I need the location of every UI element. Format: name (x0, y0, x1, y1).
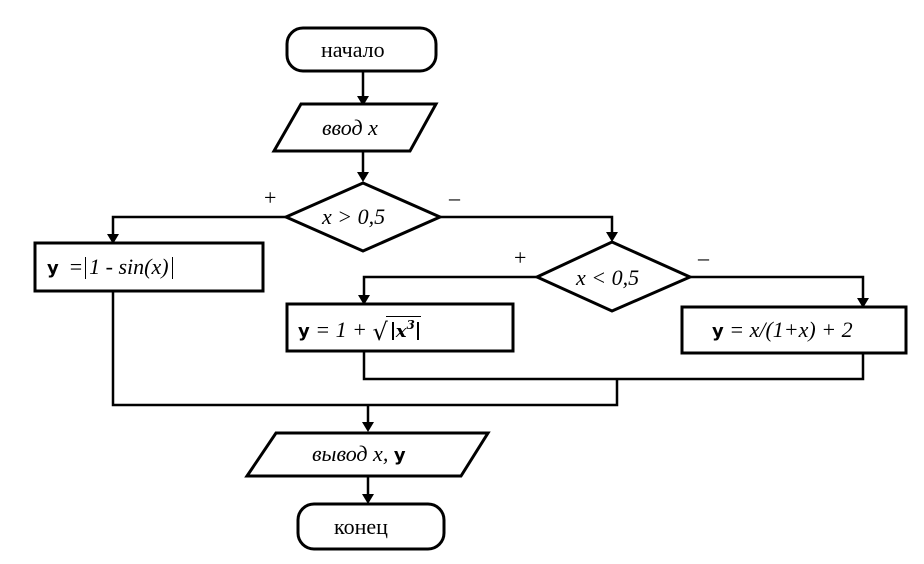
start-label: начало (321, 37, 385, 62)
connector-merge-outer (111, 291, 619, 407)
condition2-yes-sign: + (514, 245, 527, 270)
condition2-diamond (533, 240, 694, 313)
arrowhead-input (357, 96, 369, 106)
input-label: ввод x (322, 115, 378, 140)
arrowhead-output (362, 422, 374, 432)
branch2-yes-process (285, 302, 515, 353)
branch-yes-process (33, 241, 265, 293)
connector-cond1-yes (111, 215, 286, 236)
output-parallelogram (244, 431, 491, 478)
condition2-label: x < 0,5 (576, 265, 640, 290)
end-label: конец (334, 514, 388, 539)
arrowhead-end (362, 494, 374, 504)
arrowhead-cond1 (357, 172, 369, 182)
arrowhead-cond2 (606, 232, 618, 242)
connector-cond2-yes (362, 275, 537, 296)
input-parallelogram (271, 102, 439, 153)
branch2-no-process (680, 305, 908, 355)
branch2-yes-label: y = 1 + √x3 (298, 316, 421, 344)
radicand-var: x (395, 321, 407, 342)
condition1-yes-sign: + (264, 185, 277, 210)
abs-bar-left (85, 257, 87, 279)
connector-cond2-no (690, 275, 865, 298)
condition1-label: x > 0,5 (322, 204, 386, 229)
branch2-yes-var: y (298, 321, 310, 342)
arrowhead-branch-yes (107, 234, 119, 244)
radicand-power: 3 (406, 318, 415, 332)
branch2-yes-expr: = 1 + (315, 317, 367, 342)
abs-bar-right (171, 257, 173, 279)
start-terminator (285, 26, 438, 73)
condition2-no-sign: – (698, 245, 709, 270)
arrowhead-branch2-no (857, 298, 869, 308)
output-prefix: вывод x, (312, 441, 389, 466)
branch-yes-expr: 1 - sin(x) (89, 254, 169, 279)
branch-yes-var: y (47, 258, 59, 279)
branch2-no-label: y = x/(1+x) + 2 (712, 319, 853, 341)
connector-merge-inner (362, 351, 865, 381)
sqrt-symbol: √ (372, 318, 388, 346)
condition1-diamond (282, 181, 444, 253)
condition1-no-sign: – (449, 185, 460, 210)
branch2-no-var: y (712, 321, 724, 342)
output-label: вывод x, y (312, 443, 406, 465)
arrowhead-branch2-yes (358, 295, 370, 305)
output-var: y (393, 445, 406, 466)
end-terminator (296, 502, 446, 551)
branch2-no-expr: = x/(1+x) + 2 (729, 317, 853, 342)
connector-cond1-no (440, 215, 614, 232)
sqrt-radicand: x3 (385, 316, 421, 342)
branch-yes-label: y =1 - sin(x) (47, 256, 176, 279)
